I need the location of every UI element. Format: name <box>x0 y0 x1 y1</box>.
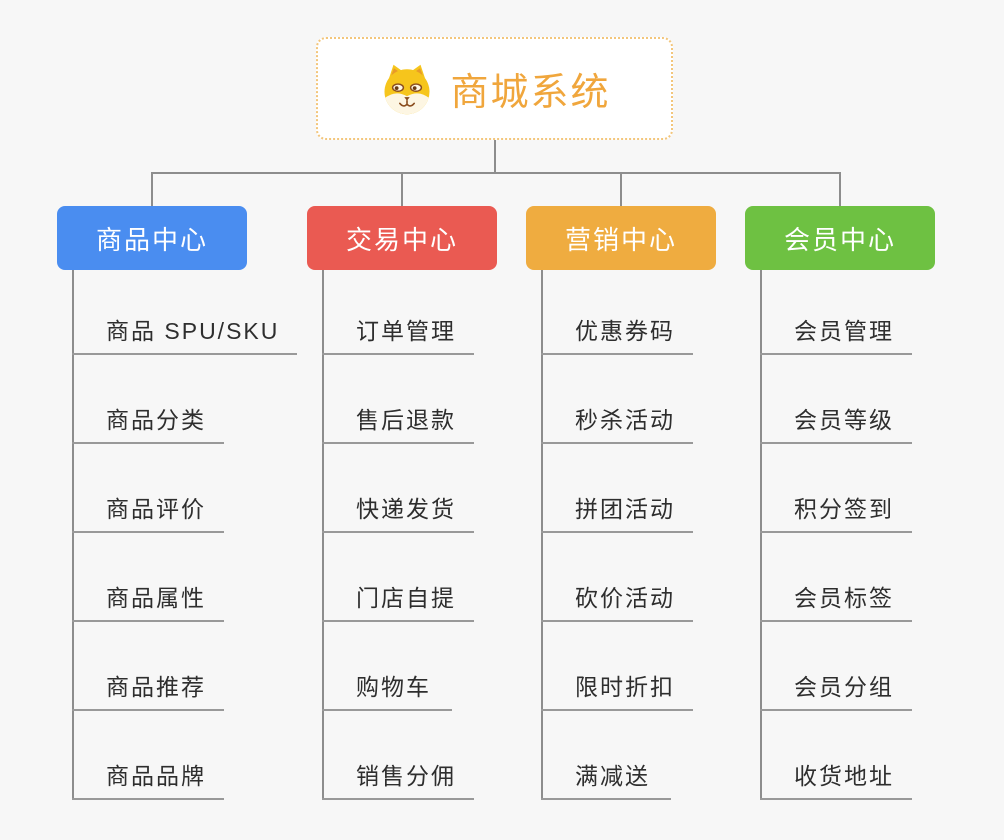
leaf-node[interactable]: 商品属性 <box>72 533 224 622</box>
connector-drop-3 <box>620 172 622 206</box>
leaf-node[interactable]: 会员管理 <box>760 266 912 355</box>
branch-node-member-center[interactable]: 会员中心 <box>745 206 935 270</box>
leaf-node[interactable]: 秒杀活动 <box>541 355 693 444</box>
connector-spine-1 <box>72 270 74 800</box>
item-column-marketing: 优惠券码 秒杀活动 拼团活动 砍价活动 限时折扣 满减送 <box>541 266 693 800</box>
branch-node-product-center[interactable]: 商品中心 <box>57 206 247 270</box>
connector-bus <box>151 172 841 174</box>
connector-spine-3 <box>541 270 543 800</box>
leaf-node[interactable]: 满减送 <box>541 711 671 800</box>
connector-drop-2 <box>401 172 403 206</box>
dog-face-icon <box>384 64 430 114</box>
leaf-node[interactable]: 商品 SPU/SKU <box>72 266 298 355</box>
leaf-node[interactable]: 会员标签 <box>760 533 912 622</box>
leaf-node[interactable]: 优惠券码 <box>541 266 693 355</box>
item-column-trade: 订单管理 售后退款 快递发货 门店自提 购物车 销售分佣 <box>322 266 474 800</box>
connector-root-stem <box>494 139 496 173</box>
leaf-node[interactable]: 限时折扣 <box>541 622 693 711</box>
connector-spine-4 <box>760 270 762 800</box>
leaf-node[interactable]: 销售分佣 <box>322 711 474 800</box>
leaf-node[interactable]: 商品评价 <box>72 444 224 533</box>
item-column-product: 商品 SPU/SKU 商品分类 商品评价 商品属性 商品推荐 商品品牌 <box>72 266 298 800</box>
root-node[interactable]: 商城系统 <box>316 37 673 140</box>
branch-node-marketing-center[interactable]: 营销中心 <box>526 206 716 270</box>
leaf-node[interactable]: 门店自提 <box>322 533 474 622</box>
leaf-node[interactable]: 积分签到 <box>760 444 912 533</box>
leaf-node[interactable]: 商品分类 <box>72 355 224 444</box>
leaf-node[interactable]: 收货地址 <box>760 711 912 800</box>
leaf-node[interactable]: 商品推荐 <box>72 622 224 711</box>
branch-node-trade-center[interactable]: 交易中心 <box>307 206 497 270</box>
connector-spine-2 <box>322 270 324 800</box>
leaf-node[interactable]: 商品品牌 <box>72 711 224 800</box>
connector-drop-4 <box>839 172 841 206</box>
item-column-member: 会员管理 会员等级 积分签到 会员标签 会员分组 收货地址 <box>760 266 912 800</box>
leaf-node[interactable]: 订单管理 <box>322 266 474 355</box>
leaf-node[interactable]: 会员等级 <box>760 355 912 444</box>
root-title: 商城系统 <box>450 72 611 114</box>
leaf-node[interactable]: 购物车 <box>322 622 452 711</box>
connector-drop-1 <box>151 172 153 206</box>
leaf-node[interactable]: 售后退款 <box>322 355 474 444</box>
leaf-node[interactable]: 快递发货 <box>322 444 474 533</box>
leaf-node[interactable]: 拼团活动 <box>541 444 693 533</box>
leaf-node[interactable]: 会员分组 <box>760 622 912 711</box>
leaf-node[interactable]: 砍价活动 <box>541 533 693 622</box>
